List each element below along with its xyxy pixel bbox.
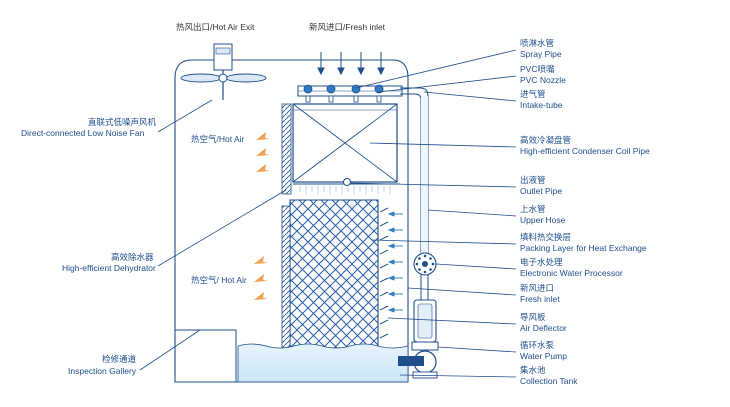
hot-air-arrows-lower — [254, 256, 268, 300]
leader-spray-pipe — [355, 49, 517, 89]
leader-dehydrator — [157, 189, 287, 267]
leader-water-processor — [435, 263, 517, 270]
label-fresh-inlet-en: Fresh inlet — [520, 294, 560, 304]
label-dehydrator-cn: 高效除水器 — [111, 252, 154, 262]
packing-layer — [289, 199, 379, 349]
leader-fan — [157, 99, 213, 133]
label-outlet-pipe-cn: 出液管 — [520, 175, 546, 185]
label-packing-layer-cn: 填料热交换层 — [520, 232, 571, 242]
pvc-nozzles — [303, 84, 384, 94]
label-packing-layer-en: Packing Layer for Heat Exchange — [520, 243, 647, 253]
label-water-pump-en: Water Pump — [520, 351, 567, 361]
label-air-deflector-cn: 导风板 — [520, 312, 546, 322]
leader-intake-tube — [423, 91, 517, 102]
label-air-deflector-en: Air Deflector — [520, 323, 567, 333]
leader-water-pump — [437, 346, 517, 353]
collection-tank — [237, 343, 409, 383]
label-pvc-nozzle-en: PVC Nozzle — [520, 75, 566, 85]
air-deflector — [379, 207, 389, 339]
label-condenser-coil-en: High-efficient Condenser Coil Pipe — [520, 146, 650, 156]
fresh-inlet-arrows — [317, 52, 385, 76]
label-gallery-en: Inspection Gallery — [68, 366, 137, 376]
spray-mist — [299, 186, 391, 194]
label-fan-cn: 直联式低噪声风机 — [88, 117, 157, 127]
label-upper-hose-en: Upper Hose — [520, 215, 566, 225]
intake-tube — [400, 87, 429, 372]
label-water-pump-cn: 循环水泵 — [520, 340, 555, 350]
leader-gallery — [139, 329, 201, 371]
label-spray-pipe-en: Spray Pipe — [520, 49, 562, 59]
label-hot-air-upper: 热空气/Hot Air — [191, 134, 245, 144]
label-dehydrator-en: High-efficient Dehydrator — [62, 263, 156, 273]
label-intake-tube-en: Intake-tube — [520, 100, 563, 110]
label-fresh-inlet-top: 新风进口/Fresh inlet — [309, 22, 386, 32]
leader-air-deflector — [387, 317, 517, 325]
leader-upper-hose — [427, 209, 517, 217]
water-processor-icon — [413, 252, 437, 276]
leader-pvc-nozzle — [378, 75, 517, 93]
dehydrator-lower — [281, 205, 291, 349]
label-fan-en: Direct-connected Low Noise Fan — [21, 128, 145, 138]
right-leader-lines — [349, 49, 517, 378]
label-gallery-cn: 检修通道 — [102, 354, 137, 364]
leader-fresh-inlet — [407, 287, 517, 296]
inspection-gallery — [175, 329, 237, 382]
label-hot-air-exit: 热风出口/Hot Air Exit — [176, 22, 255, 32]
fan-icon — [180, 43, 267, 100]
dehydrator-upper — [281, 103, 292, 195]
leader-packing-layer — [371, 239, 517, 245]
hot-air-arrows-upper — [256, 132, 270, 172]
label-collection-tank-en: Collection Tank — [520, 376, 578, 386]
label-upper-hose-cn: 上水管 — [520, 204, 546, 214]
label-intake-tube-cn: 进气管 — [520, 89, 546, 99]
label-water-processor-en: Electronic Water Processor — [520, 268, 623, 278]
label-water-processor-cn: 电子水处理 — [520, 257, 563, 267]
label-collection-tank-cn: 集水池 — [520, 365, 546, 375]
nozzle-stems — [305, 95, 382, 103]
label-hot-air-lower: 热空气/ Hot Air — [191, 275, 247, 285]
leader-condenser-coil — [369, 142, 517, 148]
leader-outlet-pipe — [349, 182, 517, 188]
fresh-air-arrows — [387, 211, 403, 313]
water-pump-icon — [398, 299, 439, 379]
label-fresh-inlet-cn: 新风进口 — [520, 283, 554, 293]
label-outlet-pipe-en: Outlet Pipe — [520, 186, 562, 196]
leader-collection-tank — [399, 374, 517, 378]
label-condenser-coil-cn: 高效冷凝盘管 — [520, 135, 571, 145]
label-pvc-nozzle-cn: PVC喷嘴 — [520, 64, 555, 74]
label-spray-pipe-cn: 喷淋水管 — [520, 38, 554, 48]
